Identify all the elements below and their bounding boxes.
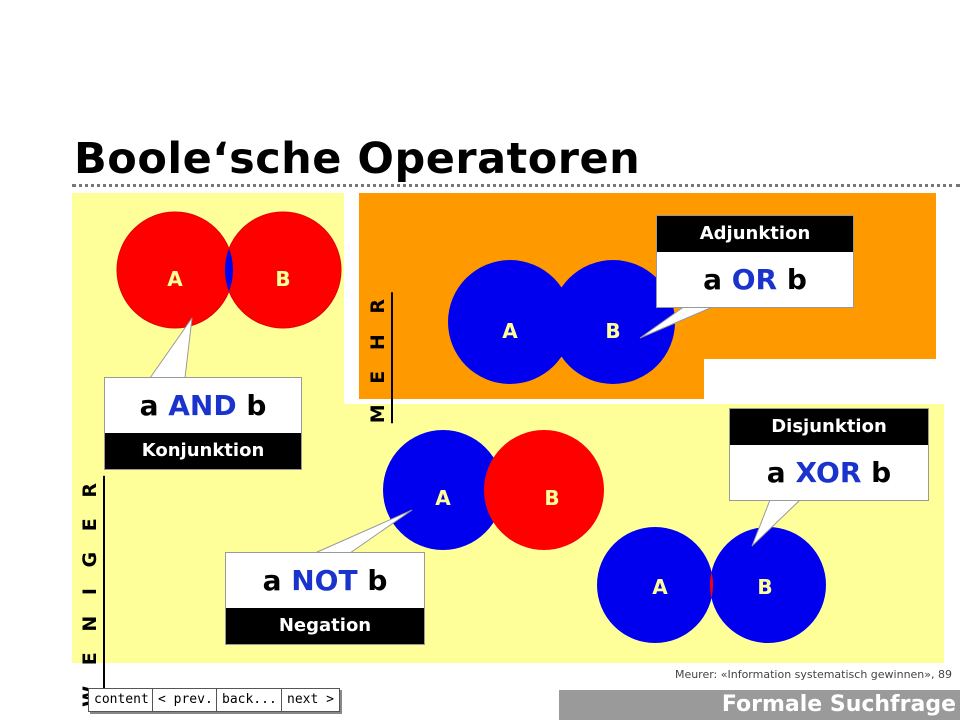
callout-or: Adjunktion a OR b xyxy=(656,215,854,308)
venn-or-label-b: B xyxy=(605,319,620,343)
venn-not: A B xyxy=(383,430,604,550)
section-title: Formale Suchfrage xyxy=(559,690,960,720)
next-button[interactable]: next > xyxy=(281,688,340,712)
content-button[interactable]: content xyxy=(88,688,155,712)
callout-not: a NOT b Negation xyxy=(225,552,425,645)
prev-button[interactable]: < prev. xyxy=(152,688,219,712)
venn-not-circle-b xyxy=(484,430,604,550)
title-divider xyxy=(72,184,960,187)
callout-not-tail xyxy=(314,509,413,554)
venn-and-label-b: B xyxy=(275,267,290,291)
callout-not-expression: a NOT b xyxy=(226,553,424,608)
callout-not-operator: NOT xyxy=(291,564,358,597)
venn-or-label-a: A xyxy=(502,319,518,343)
venn-and: A B xyxy=(116,211,342,329)
label-less: W E N I G E R xyxy=(79,476,105,707)
callout-and: a AND b Konjunktion xyxy=(104,377,302,470)
venn-xor-label-b: B xyxy=(757,575,772,599)
callout-and-caption: Konjunktion xyxy=(105,433,301,469)
callout-xor: Disjunktion a XOR b xyxy=(729,408,929,501)
callout-xor-operator: XOR xyxy=(795,456,862,489)
callout-or-left: a xyxy=(703,263,722,296)
venn-xor-circle-a xyxy=(597,527,713,643)
callout-or-expression: a OR b xyxy=(657,252,853,307)
callout-not-caption: Negation xyxy=(226,608,424,644)
venn-xor-label-a: A xyxy=(652,575,668,599)
callout-and-operator: AND xyxy=(168,389,237,422)
callout-xor-expression: a XOR b xyxy=(730,445,928,500)
callout-or-right: b xyxy=(786,263,807,296)
callout-xor-caption: Disjunktion xyxy=(730,409,928,445)
venn-or-circle-b xyxy=(551,260,675,384)
venn-not-circle-a xyxy=(383,430,503,550)
venn-or: A B xyxy=(448,260,675,384)
callout-xor-right: b xyxy=(871,456,892,489)
callout-and-right: b xyxy=(246,389,267,422)
back-button[interactable]: back... xyxy=(216,688,283,712)
callout-or-caption: Adjunktion xyxy=(657,216,853,252)
venn-or-circle-a xyxy=(448,260,572,384)
slide-title: Boole‘sche Operatoren xyxy=(74,134,641,184)
venn-xor: A B xyxy=(597,527,826,643)
label-more: M E H R xyxy=(367,292,393,424)
callout-xor-left: a xyxy=(766,456,786,489)
callout-and-left: a xyxy=(139,389,159,422)
callout-and-expression: a AND b xyxy=(105,378,301,433)
venn-not-label-b: B xyxy=(544,486,559,510)
callout-not-right: b xyxy=(367,564,388,597)
venn-xor-circle-b xyxy=(710,527,826,643)
source-citation: Meurer: «Information systematisch gewinn… xyxy=(674,668,952,681)
venn-and-label-a: A xyxy=(167,267,183,291)
callout-not-left: a xyxy=(262,564,282,597)
callout-or-operator: OR xyxy=(731,263,778,296)
venn-not-label-a: A xyxy=(435,486,451,510)
